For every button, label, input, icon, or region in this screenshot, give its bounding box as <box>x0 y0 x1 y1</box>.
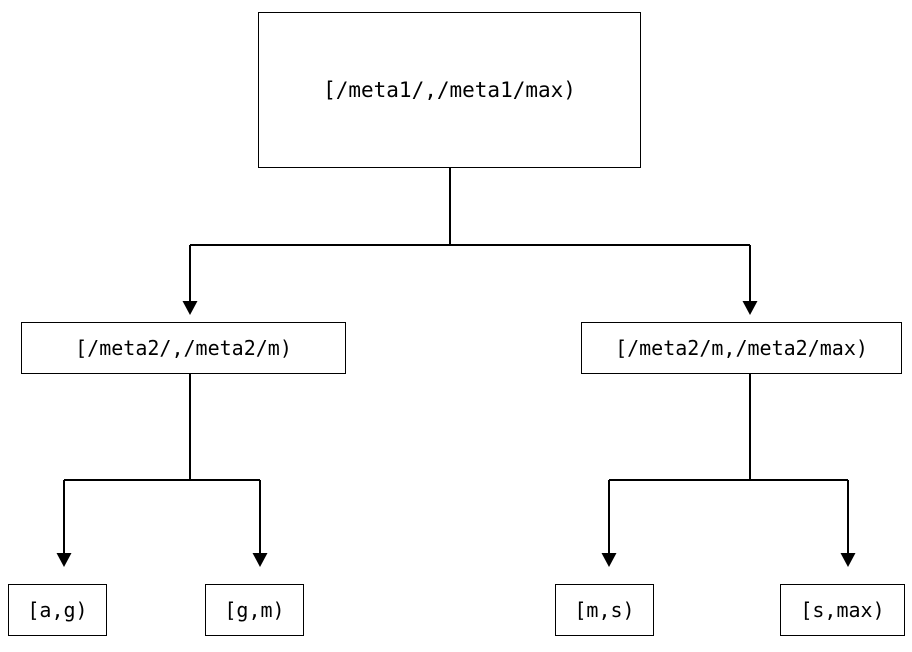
node-mid-right[interactable]: [/meta2/m,/meta2/max) <box>581 322 902 374</box>
arrowhead-to-leaf-3 <box>601 553 617 567</box>
node-leaf-3[interactable]: [m,s) <box>555 584 654 636</box>
node-leaf-1[interactable]: [a,g) <box>8 584 107 636</box>
node-mid-left[interactable]: [/meta2/,/meta2/m) <box>21 322 346 374</box>
node-leaf-4[interactable]: [s,max) <box>780 584 905 636</box>
arrowhead-to-mid-right <box>742 301 758 315</box>
arrowhead-to-leaf-2 <box>252 553 268 567</box>
arrowhead-to-leaf-4 <box>840 553 856 567</box>
node-root[interactable]: [/meta1/,/meta1/max) <box>258 12 641 168</box>
node-leaf-2[interactable]: [g,m) <box>205 584 304 636</box>
arrowhead-to-leaf-1 <box>56 553 72 567</box>
arrowhead-to-mid-left <box>182 301 198 315</box>
